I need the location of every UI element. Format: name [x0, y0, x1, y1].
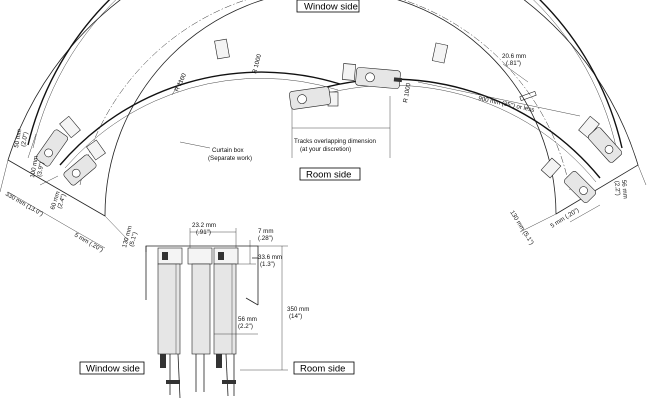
left-50-in: (2.0") — [20, 131, 29, 147]
bracket — [86, 139, 106, 161]
cable — [225, 353, 229, 397]
overlap-label-2: (at your discretion) — [300, 146, 351, 153]
motor-body-1 — [157, 263, 181, 355]
motor-right-inner — [563, 170, 597, 204]
svg-text:Window side: Window side — [304, 2, 358, 13]
bracket — [214, 38, 230, 60]
motor-outer-right — [355, 67, 403, 89]
track-head-2 — [187, 247, 213, 265]
overlap-label-1: Tracks overlapping dimension — [294, 138, 377, 145]
dim-900-line — [417, 81, 581, 117]
left-5: 5 mm (.20") — [73, 232, 104, 254]
sec-23-mm: 23.2 mm — [192, 222, 216, 229]
sec-56-in: (2.2") — [238, 323, 253, 330]
end-stop — [519, 90, 537, 102]
inner-track-right — [299, 78, 601, 179]
sec-350-in: (14") — [289, 313, 302, 320]
sec-33-in: (1.3") — [260, 261, 275, 268]
inner-track-right-edge — [301, 85, 597, 183]
motor-inner-left — [289, 86, 331, 110]
right-5: 5 mm (.20") — [549, 207, 580, 230]
dim-20-mm: 20.6 mm — [502, 53, 526, 60]
sec-33-mm: 33.6 mm — [258, 254, 282, 261]
bracket — [59, 115, 81, 139]
right-56-in: (2.2") — [613, 181, 621, 196]
window-side-label-bottom: Window side — [79, 361, 145, 375]
dim-100-line — [39, 175, 59, 186]
motor-left-inner — [63, 154, 97, 186]
left-330: 330 mm (13.0") — [4, 191, 44, 218]
outer-track — [27, 0, 623, 149]
curtain-box-inner — [104, 0, 557, 217]
inner-track — [59, 71, 341, 166]
motor-right-end — [587, 127, 623, 163]
left-130-in: (5.1") — [128, 231, 139, 247]
curtain-box-leader — [179, 141, 211, 149]
left-50-mm: 50 mm — [13, 128, 23, 148]
dim-5r-line — [569, 204, 601, 223]
section-view: 23.2 mm (.91") 7 mm (.28") 33.6 mm (1.3"… — [145, 222, 309, 399]
sec-56-mm: 56 mm — [238, 316, 257, 323]
curtain-box-label-1: Curtain box — [212, 147, 245, 154]
box-right-end — [555, 164, 639, 215]
dim-20-in: (.81") — [506, 60, 521, 67]
plan-view: 20.6 mm (.81") 900 mm (35") or less R 10… — [0, 0, 647, 254]
sec-23-in: (.91") — [196, 229, 211, 236]
curtain-box-label-2: (Separate work) — [208, 155, 252, 162]
r1100-leader — [171, 77, 183, 96]
right-56-mm: 56 mm — [620, 180, 629, 199]
motor-body-3 — [213, 263, 237, 355]
dim-right-ext — [637, 164, 647, 186]
box-front-lip — [245, 297, 259, 306]
svg-text:Window side: Window side — [86, 364, 140, 375]
room-side-label-bottom: Room side — [293, 361, 355, 375]
dim-20-leader — [502, 63, 529, 83]
bracket — [540, 157, 562, 179]
radius-1100: R 1100 — [173, 72, 188, 93]
outer-track-edge — [32, 0, 618, 152]
left-100-mm: 100 mm — [29, 155, 40, 178]
track-head-3 — [213, 247, 239, 265]
right-130: 130 mm (5.1") — [508, 209, 535, 246]
sec-7-in: (.28") — [258, 235, 273, 242]
motor-left-end — [36, 129, 68, 167]
dim-900: 900 mm (35") or less — [478, 95, 535, 114]
dim-50-line — [27, 133, 37, 159]
svg-text:Room side: Room side — [300, 364, 345, 375]
window-side-label-top: Window side — [296, 0, 360, 13]
box-left-end — [7, 159, 106, 217]
left-100-in: (3.9") — [36, 161, 45, 177]
dim-130l-ext — [104, 215, 129, 241]
inner-track-edge — [64, 78, 339, 169]
sec-7-mm: 7 mm — [258, 228, 273, 235]
radius-1000-a: R 1000 — [251, 53, 263, 75]
bracket — [431, 42, 449, 64]
left-60-in: (2.4") — [56, 193, 67, 209]
dim-130r-ext — [519, 213, 557, 233]
dim-330-line — [7, 191, 71, 229]
svg-text:Room side: Room side — [306, 170, 351, 181]
track-head-1 — [157, 247, 183, 265]
radius-1000-b: R 1000 — [402, 82, 412, 103]
motor-body-2 — [191, 263, 211, 355]
bracket — [342, 63, 356, 81]
dim-5l-line — [69, 227, 106, 249]
sec-350-mm: 350 mm — [287, 306, 309, 313]
cable — [177, 353, 181, 399]
dim-left-ext — [0, 159, 9, 193]
room-side-label-mid: Room side — [299, 167, 361, 181]
